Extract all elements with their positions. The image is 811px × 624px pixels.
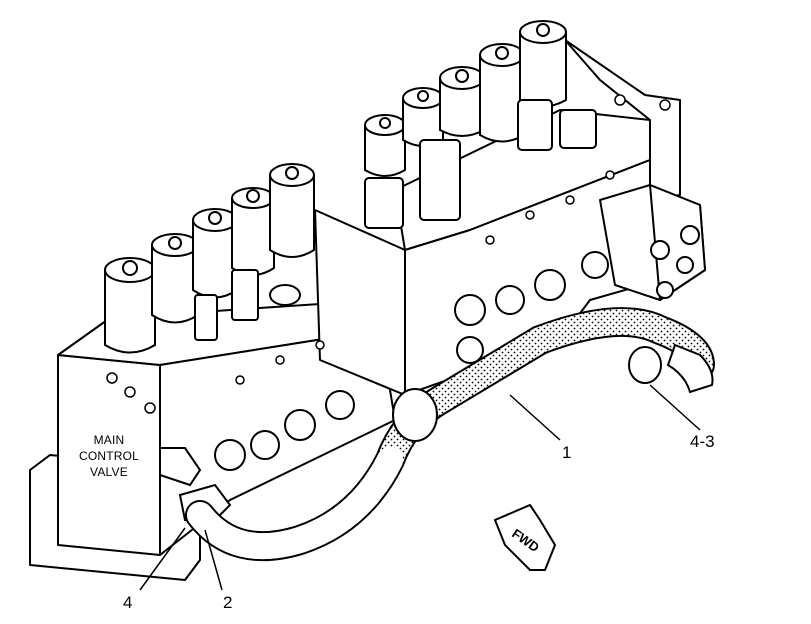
port	[214, 439, 246, 471]
left-pipe-fitting	[159, 447, 202, 487]
solenoid-8	[439, 66, 485, 137]
leader-4-3	[649, 384, 701, 431]
port	[284, 409, 316, 441]
fwd-arrow: FWD	[493, 503, 557, 571]
callout-2: 2	[223, 593, 232, 612]
fitting-g	[364, 177, 404, 229]
callout-4-3: 4-3	[690, 432, 715, 451]
fitting-f	[559, 109, 597, 149]
solenoid-2	[151, 233, 199, 324]
hose-end-fitting	[392, 388, 438, 442]
port	[656, 281, 674, 299]
fitting-a	[194, 294, 218, 341]
solenoid-6	[364, 114, 406, 177]
leader-4	[139, 527, 186, 591]
solenoid-4	[231, 187, 275, 276]
port	[456, 336, 484, 364]
solenoid-10	[519, 20, 567, 108]
fitting-e	[517, 99, 553, 151]
callout-4: 4	[123, 593, 132, 612]
port	[581, 251, 609, 279]
body-label-line-2: CONTROL	[79, 449, 139, 463]
leader-1	[509, 394, 561, 441]
clamp-4-3	[628, 346, 662, 384]
leader-2	[204, 529, 223, 591]
solenoid-3	[192, 208, 238, 299]
solenoid-5	[269, 163, 315, 258]
solenoid-9	[479, 43, 525, 143]
port	[650, 240, 670, 260]
solenoid-7	[402, 87, 444, 147]
port	[680, 225, 700, 245]
body-label-line-1: MAIN	[94, 433, 125, 447]
port	[454, 294, 486, 326]
port	[250, 430, 280, 460]
hose-right-elbow	[666, 343, 714, 394]
fitting-c	[269, 284, 301, 306]
port	[325, 390, 355, 420]
port	[495, 285, 525, 315]
fitting-b	[231, 269, 259, 321]
port	[534, 269, 566, 301]
fitting-d	[419, 139, 461, 221]
port	[676, 256, 694, 274]
callout-1: 1	[562, 443, 571, 462]
solenoid-1	[104, 257, 156, 354]
body-label-line-3: VALVE	[90, 465, 128, 479]
